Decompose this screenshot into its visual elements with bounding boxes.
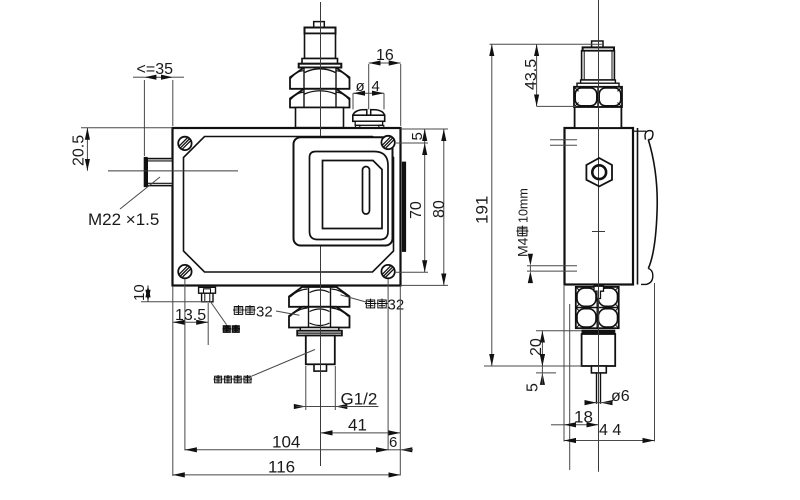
svg-text:70: 70 xyxy=(408,201,425,219)
svg-text:5: 5 xyxy=(525,383,542,392)
svg-text:4: 4 xyxy=(372,78,380,95)
svg-text:M4: M4 xyxy=(515,237,531,257)
svg-text:ø6: ø6 xyxy=(611,388,630,405)
svg-text:20: 20 xyxy=(528,338,545,356)
svg-text:191: 191 xyxy=(473,196,492,224)
svg-text:4 4: 4 4 xyxy=(599,422,621,439)
svg-text:<=35: <=35 xyxy=(137,61,174,78)
svg-text:13.5: 13.5 xyxy=(175,307,206,324)
svg-text:20.5: 20.5 xyxy=(71,135,88,166)
svg-text:32: 32 xyxy=(256,304,273,321)
svg-text:80: 80 xyxy=(431,200,448,218)
svg-text:41: 41 xyxy=(348,416,367,435)
svg-text:10mm: 10mm xyxy=(517,188,531,223)
svg-text:16: 16 xyxy=(376,47,394,64)
svg-text:32: 32 xyxy=(388,297,405,314)
svg-text:G1/2: G1/2 xyxy=(341,390,378,409)
svg-text:116: 116 xyxy=(268,458,295,477)
svg-text:18: 18 xyxy=(574,408,593,427)
svg-text:6: 6 xyxy=(389,434,397,451)
svg-text:M22 ×1.5: M22 ×1.5 xyxy=(88,210,159,229)
svg-text:43.5: 43.5 xyxy=(523,59,540,90)
svg-text:5: 5 xyxy=(409,132,426,140)
svg-text:104: 104 xyxy=(272,433,300,452)
svg-text:ø: ø xyxy=(356,78,365,95)
svg-text:10: 10 xyxy=(131,284,148,301)
